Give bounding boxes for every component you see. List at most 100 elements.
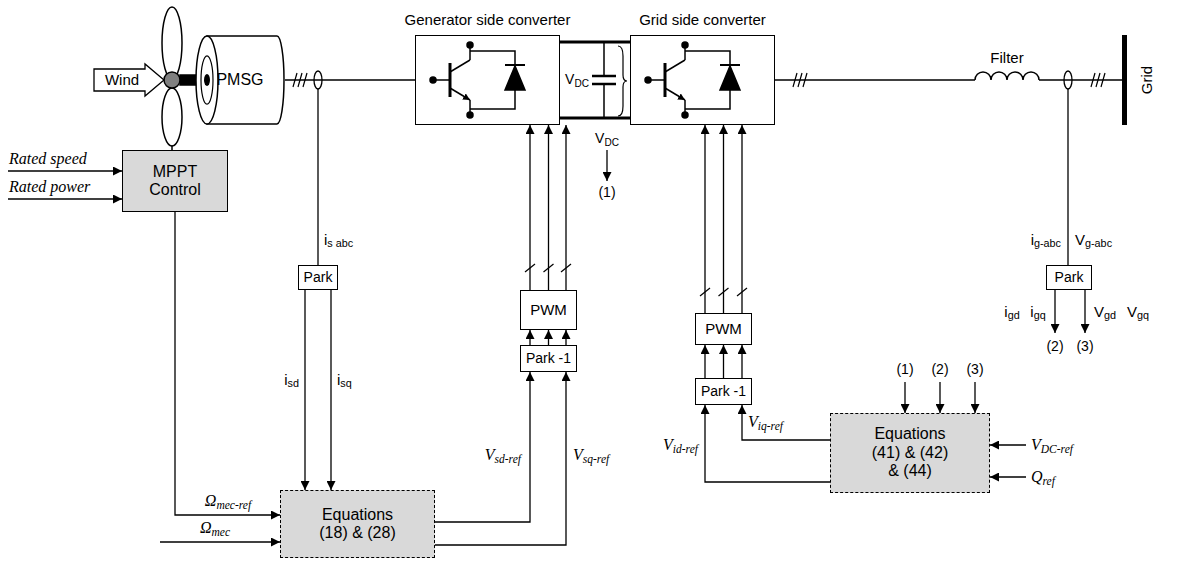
dc-link bbox=[592, 75, 616, 78]
signal-label: Qref bbox=[1030, 468, 1056, 486]
signal-connector bbox=[723, 125, 724, 313]
callout-number: (2) bbox=[930, 362, 949, 377]
stator-current-sensor bbox=[293, 71, 322, 265]
stator-current-sensor bbox=[317, 89, 318, 265]
signal-connector bbox=[705, 405, 830, 482]
gate-signal-arrows bbox=[704, 125, 705, 313]
grid-connection bbox=[793, 73, 807, 87]
signal-connector bbox=[330, 290, 331, 490]
callout-number: (1) bbox=[597, 185, 616, 200]
signal-connector bbox=[742, 405, 830, 440]
gate-signal-arrows bbox=[565, 125, 566, 290]
grid-connection bbox=[1039, 79, 1122, 81]
input-arrows bbox=[160, 541, 280, 542]
turbine bbox=[164, 72, 180, 88]
measurement-arrows bbox=[939, 382, 940, 413]
signal-label: VDC-ref bbox=[1030, 436, 1074, 454]
dc-link bbox=[606, 150, 607, 181]
transform-block: Park -1 bbox=[695, 378, 752, 405]
measurement-arrows bbox=[1054, 290, 1055, 333]
signal-label: Vgd bbox=[1093, 304, 1117, 321]
node-text: Park -1 bbox=[701, 383, 746, 399]
callout-number: (3) bbox=[1075, 339, 1094, 354]
node-text: Equations (18) & (28) bbox=[315, 506, 401, 543]
signal-label: isq bbox=[336, 372, 353, 389]
switch-symbol bbox=[430, 42, 525, 118]
gate-signal-arrows bbox=[737, 288, 747, 296]
node-text: Park bbox=[1055, 269, 1084, 285]
node-text: Equations (41) & (42) & (44) bbox=[867, 425, 953, 480]
signal-connector bbox=[304, 290, 305, 490]
turbine bbox=[162, 88, 182, 146]
switch-symbol bbox=[645, 42, 740, 118]
node-text: PWM bbox=[705, 320, 742, 337]
signal-label: isd bbox=[283, 372, 300, 389]
node-text: PWM bbox=[530, 301, 567, 318]
converter-box: Grid side converter bbox=[630, 35, 775, 125]
signal-label: igq bbox=[1029, 304, 1046, 321]
gate-signal-arrows bbox=[529, 125, 530, 290]
grid-connection bbox=[1064, 71, 1072, 89]
wind-arrow: Wind bbox=[93, 63, 165, 97]
input-label: Rated speed bbox=[8, 150, 88, 168]
dc-link bbox=[560, 42, 630, 181]
signal-label: Vsq-ref bbox=[572, 446, 610, 464]
node-text: Wind bbox=[105, 71, 153, 88]
gate-signal-arrows bbox=[700, 288, 710, 296]
voltage-label: VDC bbox=[594, 131, 620, 146]
turbine bbox=[162, 7, 182, 79]
callout-number: (3) bbox=[965, 362, 984, 377]
signal-label: Viq-ref bbox=[747, 413, 784, 431]
cylinder-face bbox=[196, 36, 218, 124]
power-line bbox=[285, 79, 415, 81]
part-name: Filter bbox=[989, 50, 1024, 67]
grid-connection bbox=[975, 72, 1039, 80]
signal-label: Vid-ref bbox=[662, 436, 699, 454]
dc-link bbox=[560, 117, 630, 120]
signal-label: ig-abc bbox=[1030, 232, 1062, 249]
signal-connector bbox=[435, 372, 530, 522]
callout-number: (2) bbox=[1045, 339, 1064, 354]
measurement-arrows bbox=[904, 382, 905, 413]
part-name: Grid bbox=[1139, 65, 1156, 95]
equation-block: Equations (18) & (28) bbox=[280, 490, 435, 558]
callout-number: (1) bbox=[895, 362, 914, 377]
grid-connection bbox=[775, 35, 1127, 265]
block-arrow-outline bbox=[94, 64, 164, 96]
signal-label: Vgq bbox=[1126, 304, 1150, 321]
converter-box: Generator side converter bbox=[415, 35, 560, 125]
signal-label: Vg-abc bbox=[1074, 232, 1113, 249]
signal-connector bbox=[723, 345, 724, 378]
gate-signal-arrows bbox=[704, 345, 705, 378]
transform-block: Park -1 bbox=[520, 345, 577, 372]
control-box: MPPT Control bbox=[122, 150, 228, 212]
transform-block: Park bbox=[298, 265, 338, 290]
grid-connection bbox=[1067, 89, 1068, 265]
dc-link bbox=[603, 84, 605, 118]
signal-label: is abc bbox=[323, 232, 354, 249]
gate-signal-arrows bbox=[565, 330, 566, 345]
signal-connector bbox=[548, 330, 549, 345]
cylinder-outline bbox=[207, 36, 284, 124]
grid-connection bbox=[1122, 35, 1127, 125]
measurement-arrows bbox=[974, 382, 975, 413]
signal-label: igd bbox=[1003, 304, 1020, 321]
node-text: Park -1 bbox=[526, 350, 571, 366]
grid-connection bbox=[1091, 73, 1105, 87]
converter-title: Generator side converter bbox=[405, 11, 571, 28]
signal-connector bbox=[435, 372, 566, 545]
dc-link bbox=[618, 46, 627, 116]
gate-signal-arrows bbox=[529, 330, 530, 345]
voltage-label: VDC bbox=[564, 72, 590, 87]
power-line bbox=[560, 41, 630, 44]
input-arrows bbox=[8, 198, 122, 199]
shaft-end bbox=[204, 74, 210, 86]
gate-signal-arrows bbox=[561, 264, 571, 272]
transform-block: Park bbox=[1046, 265, 1092, 290]
equation-block: Equations (41) & (42) & (44) bbox=[830, 413, 990, 493]
measurement-arrows bbox=[990, 476, 1026, 477]
node-text: PMSG bbox=[216, 71, 263, 89]
pwm-block: PWM bbox=[520, 290, 577, 330]
node-text: MPPT Control bbox=[139, 163, 211, 200]
